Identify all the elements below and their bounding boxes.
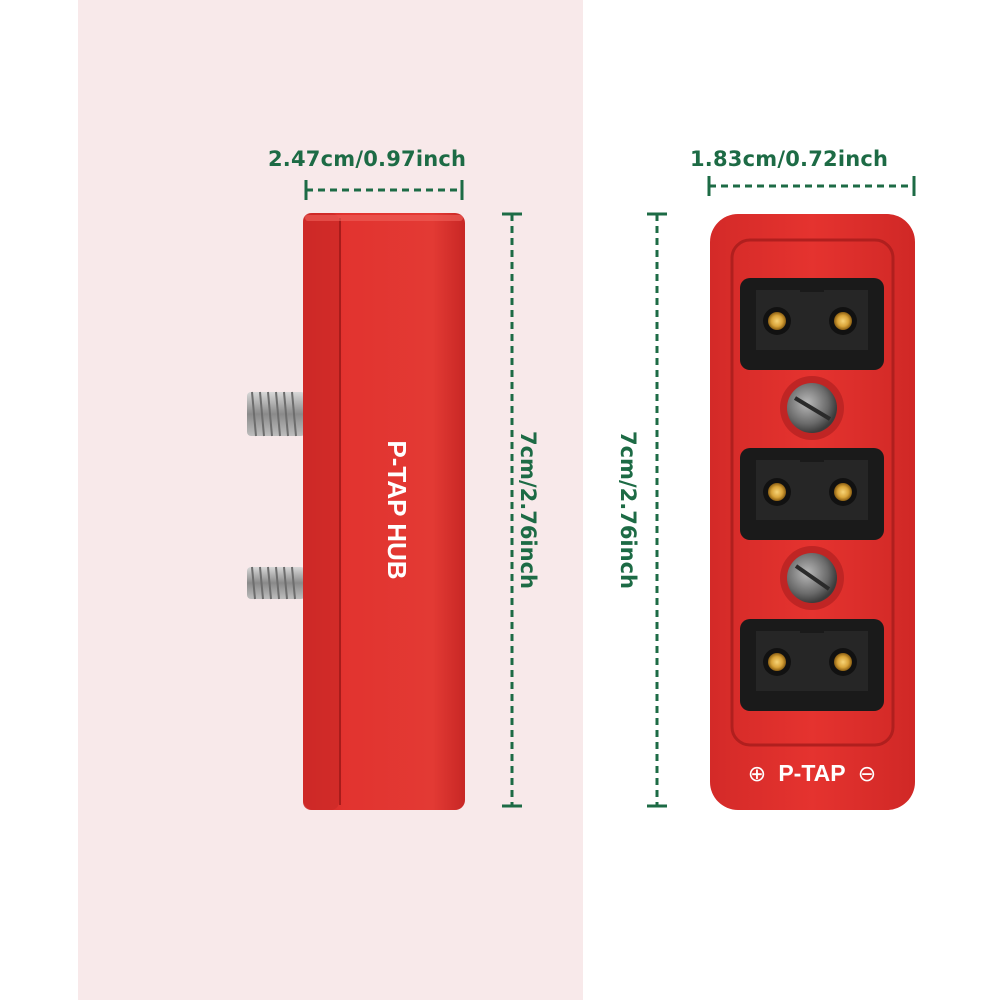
- plus-symbol-icon: ⊕: [748, 762, 766, 787]
- front-view-device: ⊕ P-TAP ⊖: [710, 214, 915, 810]
- height-dimension-ticks-right: [647, 212, 667, 808]
- front-ptap-label: P-TAP: [778, 760, 845, 786]
- width-label-right: 1.83cm/0.72inch: [690, 147, 889, 171]
- side-hub-label: P-TAP HUB: [382, 440, 412, 579]
- ptap-socket-2: [740, 448, 884, 540]
- width-dimension-ticks-left: [304, 180, 464, 200]
- ptap-socket-3: [740, 619, 884, 711]
- width-dimension-ticks-right: [707, 176, 916, 196]
- minus-symbol-icon: ⊖: [858, 762, 876, 787]
- faceplate-screw-1: [780, 376, 844, 440]
- ptap-socket-1: [740, 278, 884, 370]
- side-view-device: P-TAP HUB: [247, 213, 465, 810]
- width-label-left: 2.47cm/0.97inch: [268, 147, 467, 171]
- mount-screw-lower: [247, 566, 305, 600]
- height-label-left: 7cm/2.76inch: [516, 431, 540, 589]
- mount-screw-upper: [247, 391, 305, 437]
- faceplate-screw-2: [780, 546, 844, 610]
- height-label-right: 7cm/2.76inch: [616, 431, 640, 589]
- height-dimension-ticks-left: [502, 212, 522, 808]
